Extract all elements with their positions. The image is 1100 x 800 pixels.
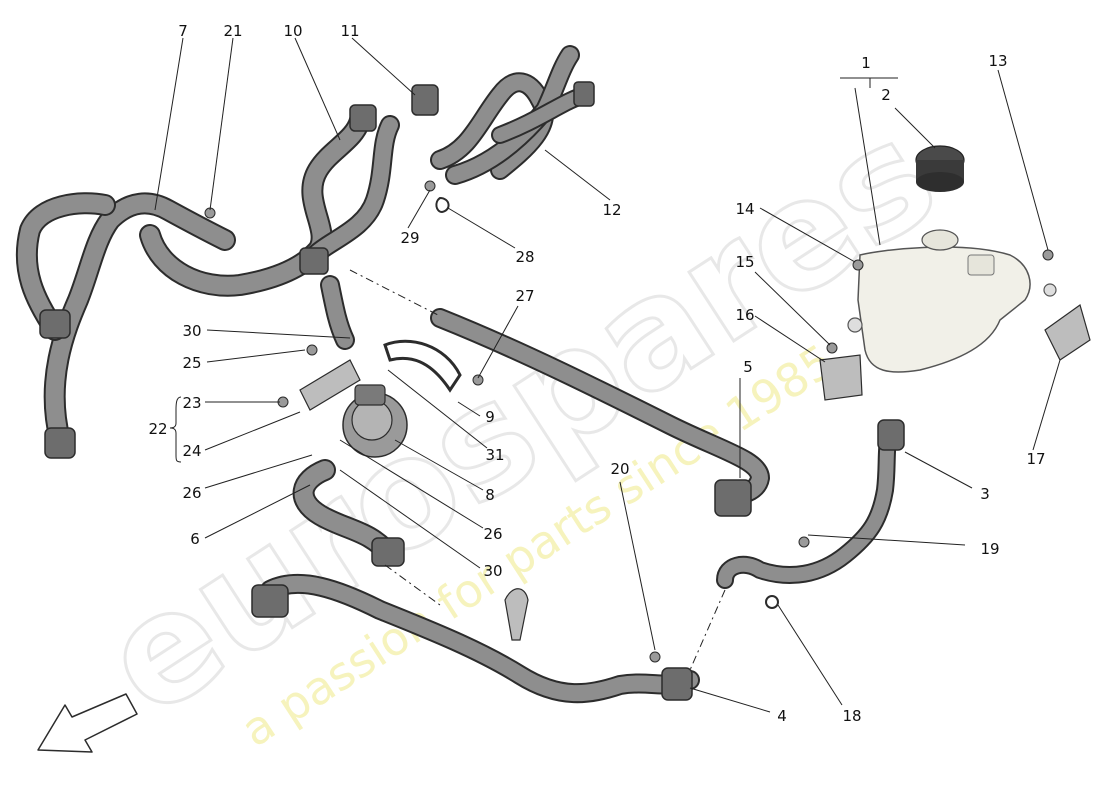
- callout-8: 8: [485, 486, 495, 504]
- pump-bracket: [299, 339, 462, 411]
- hose-12: [411, 45, 595, 185]
- callout-24: 24: [182, 442, 201, 460]
- hose-5: [320, 269, 770, 517]
- tank-bracket-16: [819, 354, 863, 401]
- tank-bracket-17: [1044, 304, 1091, 361]
- fasteners: [204, 180, 1054, 663]
- callout-14: 14: [735, 200, 754, 218]
- callout-29: 29: [400, 229, 419, 247]
- callout-12: 12: [602, 201, 621, 219]
- callout-3: 3: [980, 485, 990, 503]
- callout-9: 9: [485, 408, 495, 426]
- callout-27: 27: [515, 287, 534, 305]
- callout-22: 22: [148, 420, 167, 438]
- watermark-brand: eurospares: [75, 88, 965, 750]
- callout-16: 16: [735, 306, 754, 324]
- hose-10: [139, 104, 400, 297]
- callout-26-right: 26: [483, 525, 502, 543]
- callout-4: 4: [777, 707, 787, 725]
- callout-1: 1: [861, 54, 871, 72]
- callout-15: 15: [735, 253, 754, 271]
- callout-7: 7: [178, 22, 188, 40]
- callout-25: 25: [182, 354, 201, 372]
- hose-3: [689, 419, 905, 671]
- callout-6: 6: [190, 530, 200, 548]
- hose-7: [15, 192, 236, 459]
- callout-13: 13: [988, 52, 1007, 70]
- callout-19: 19: [980, 540, 999, 558]
- callout-10: 10: [283, 22, 302, 40]
- callout-2: 2: [881, 86, 891, 104]
- hose-6: [292, 459, 405, 567]
- leader-lines: [154, 37, 1061, 713]
- callout-30-bottom: 30: [483, 562, 502, 580]
- callout-5: 5: [743, 358, 753, 376]
- callout-labels: 7 21 10 11 12 28 29 1 2 13 14 15 16 17 5…: [148, 22, 1045, 725]
- callout-28: 28: [515, 248, 534, 266]
- callout-26-left: 26: [182, 484, 201, 502]
- front-direction-arrow-icon: [37, 693, 138, 753]
- callout-17: 17: [1026, 450, 1045, 468]
- expansion-tank-cap: [915, 145, 965, 192]
- callout-18: 18: [842, 707, 861, 725]
- callout-20: 20: [610, 460, 629, 478]
- callout-31: 31: [485, 446, 504, 464]
- expansion-tank: [847, 229, 1057, 373]
- callout-21: 21: [223, 22, 242, 40]
- callout-11: 11: [340, 22, 359, 40]
- watermark: eurospares a passion for parts since 198…: [73, 86, 966, 757]
- electric-water-pump: [342, 384, 408, 458]
- callout-23: 23: [182, 394, 201, 412]
- hose-4: [251, 564, 700, 704]
- callout-30-top: 30: [182, 322, 201, 340]
